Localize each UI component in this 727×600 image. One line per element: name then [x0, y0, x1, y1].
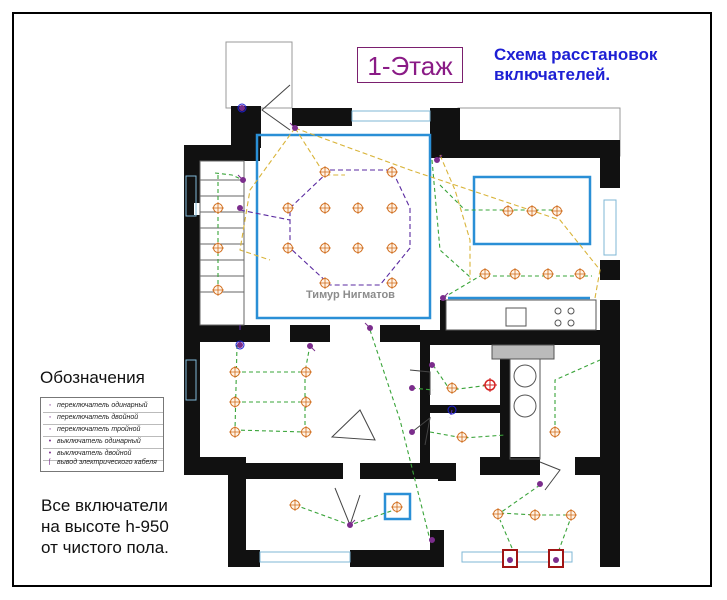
doors	[261, 84, 561, 527]
porch-outline	[225, 41, 293, 109]
legend-item: • выключатель двойной	[43, 448, 163, 461]
legend-item: • выключатель одинарный	[43, 436, 163, 449]
height-note-line1: Все включатели	[41, 496, 168, 515]
height-note: Все включатели на высоте h-950 от чистог…	[41, 495, 169, 558]
author-watermark: Тимур Нигматов	[306, 289, 395, 301]
legend-item-label: переключатель одинарный	[57, 402, 148, 409]
kitchen-fixtures	[445, 299, 597, 460]
legend-item: ◦ переключатель двойной	[43, 412, 163, 425]
legend-item-label: переключатель тройной	[57, 426, 141, 433]
legend-item: ⌈ вывод электрического кабеля	[43, 459, 163, 472]
single-breaker-icon: •	[48, 438, 52, 445]
scheme-title-line1: Схема расстановок	[494, 45, 658, 64]
height-note-line3: от чистого пола.	[41, 538, 169, 557]
double-breaker-icon: •	[48, 450, 52, 457]
floor-title: 1-Этаж	[357, 47, 463, 83]
scheme-title: Схема расстановок включателей.	[494, 45, 704, 85]
staircase	[199, 160, 245, 326]
wires-yellow	[239, 127, 601, 299]
drawing-frame	[12, 12, 712, 587]
legend-item-label: переключатель двойной	[57, 414, 139, 421]
cable-outlet-icon: ⌈	[48, 459, 52, 466]
lamp-crosses	[212, 166, 586, 521]
legend-title: Обозначения	[40, 368, 145, 387]
legend-item-label: выключатель одинарный	[57, 438, 141, 445]
single-switch-icon: ◦	[48, 402, 52, 409]
cable-outlets	[502, 549, 564, 568]
switches	[237, 105, 543, 543]
red-lamp-cross	[483, 378, 497, 392]
scheme-title-line2: включателей.	[494, 65, 611, 84]
height-note-line2: на высоте h-950	[41, 517, 169, 536]
double-switch-icon: ◦	[48, 414, 52, 421]
triple-switch-icon: ◦	[48, 426, 52, 433]
legend-item-label: вывод электрического кабеля	[57, 459, 157, 466]
legend-item-label: выключатель двойной	[57, 450, 132, 457]
legend-item: ◦ переключатель тройной	[43, 424, 163, 437]
walls	[184, 106, 620, 567]
legend: ◦ переключатель одинарный ◦ переключатель …	[40, 397, 164, 472]
legend-item: ◦ переключатель одинарный	[43, 400, 163, 413]
switch-symbols-blue	[235, 103, 457, 415]
